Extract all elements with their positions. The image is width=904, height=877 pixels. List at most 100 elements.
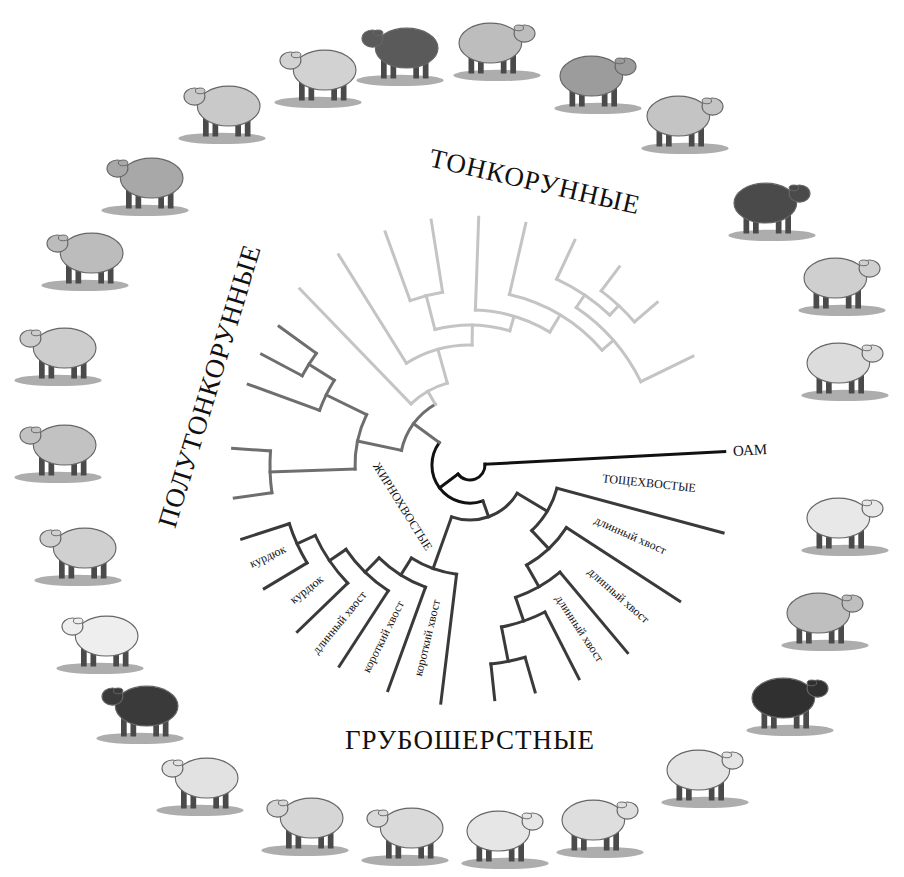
- tree-branch: [527, 565, 539, 587]
- tree-branch: [309, 364, 334, 380]
- tree-branch: [516, 597, 524, 621]
- tree-branch: [346, 549, 388, 590]
- sheep-photo: [781, 593, 868, 651]
- tree-branch: [601, 267, 619, 291]
- sheep-photo: [41, 233, 128, 291]
- tree-branch: [491, 664, 495, 700]
- tree-branch: [532, 488, 557, 530]
- sheep-photo: [461, 811, 548, 869]
- tree-branch: [602, 340, 613, 350]
- tree-branch: [517, 493, 547, 511]
- tree-branch: [406, 345, 472, 363]
- sheep-photo: [261, 798, 348, 856]
- tree-branch: [355, 415, 367, 469]
- tree-branch: [242, 524, 290, 540]
- phylogenetic-tree: [233, 217, 725, 703]
- tree-branch: [270, 469, 355, 472]
- tree-branch: [557, 240, 575, 279]
- tail-label: длинный хвост: [590, 513, 670, 559]
- tree-branch: [525, 657, 535, 692]
- tree-branch: [550, 315, 560, 332]
- sheep-photo: [361, 808, 448, 866]
- tree-branch: [411, 383, 447, 404]
- sheep-photo: [661, 750, 748, 808]
- group-label: ГРУБОШЕРСТНЫЕ: [343, 725, 597, 756]
- sheep-photo: [101, 158, 188, 216]
- tree-branch: [289, 524, 307, 563]
- tree-branch: [358, 441, 402, 450]
- tree-branch: [471, 325, 474, 345]
- tree-branch: [510, 316, 514, 330]
- sheep-photo: [801, 498, 888, 556]
- tree-branch: [483, 501, 489, 517]
- group-sublabel: ТОЩЕХВОСТЫЕ: [600, 472, 699, 496]
- tree-branch: [576, 295, 584, 308]
- tree-branch: [475, 217, 478, 310]
- tree-branch: [297, 536, 315, 544]
- sheep-photo: [96, 686, 183, 744]
- tree-branch: [516, 572, 560, 597]
- tree-branch: [262, 354, 303, 376]
- tail-label: длинный хвост: [308, 587, 370, 659]
- tree-branch: [435, 325, 510, 331]
- tree-branch: [234, 493, 272, 498]
- tail-label: короткий хвост: [412, 596, 445, 679]
- tree-branch: [502, 612, 545, 627]
- sheep-photo: [56, 616, 143, 674]
- tail-label: длинный хвост: [582, 563, 652, 627]
- tree-branch: [509, 223, 525, 294]
- tree-branch: [339, 255, 407, 364]
- tree-branch: [432, 443, 483, 503]
- sheep-photo: [801, 343, 888, 401]
- tree-branch: [402, 404, 436, 450]
- tail-label: длинный хвост: [550, 592, 606, 667]
- tree-branch: [441, 574, 457, 703]
- tree-branch: [248, 384, 319, 410]
- sheep-photos: [14, 23, 888, 869]
- tree-branch: [326, 395, 366, 415]
- tree-branch: [302, 353, 316, 376]
- tree-branch: [270, 451, 272, 493]
- tail-label: курдюк: [286, 571, 328, 608]
- tree-branch: [438, 349, 447, 383]
- sheep-photo: [34, 528, 121, 586]
- tree-branch: [485, 452, 725, 465]
- sheep-photo: [356, 28, 443, 86]
- tree-branch: [509, 295, 602, 351]
- tree-branch: [410, 292, 443, 300]
- tree-branch: [431, 220, 442, 292]
- tree-branch: [557, 488, 723, 533]
- tree-branch: [279, 326, 316, 353]
- sheep-photo: [746, 678, 833, 736]
- sheep-photo: [178, 86, 265, 144]
- tree-branch: [428, 391, 436, 404]
- tree-branch: [610, 306, 619, 316]
- tree-branch: [414, 424, 440, 443]
- tree-branch: [401, 558, 412, 575]
- group-label: ТОНКОРУННЫЕ: [425, 143, 646, 223]
- tail-label: короткий хвост: [360, 597, 409, 677]
- sheep-photo: [156, 758, 243, 816]
- tree-branch: [233, 448, 271, 451]
- tree-branch: [433, 517, 452, 569]
- tail-label: курдюк: [246, 542, 290, 572]
- tree-branch: [527, 528, 567, 566]
- sheep-photo: [798, 258, 885, 316]
- sheep-photo: [14, 328, 101, 386]
- tree-branch: [557, 279, 610, 315]
- sheep-photo: [14, 425, 101, 483]
- group-label: ПОЛУТОНКОРУННЫЕ: [151, 238, 268, 533]
- tree-branch: [365, 558, 379, 572]
- tree-branch: [411, 558, 456, 574]
- tree-branch: [458, 464, 485, 480]
- tree-branch: [440, 474, 458, 488]
- tree-branch: [475, 310, 549, 332]
- tree-branch: [320, 380, 335, 410]
- sheep-photo: [554, 56, 641, 114]
- group-sublabel: ЖИРНОХВОСТЫЕ: [368, 459, 435, 555]
- tree-branch: [379, 558, 425, 587]
- tree-branch: [426, 296, 435, 330]
- sheep-photo: [274, 50, 361, 108]
- tree-branch: [635, 302, 658, 322]
